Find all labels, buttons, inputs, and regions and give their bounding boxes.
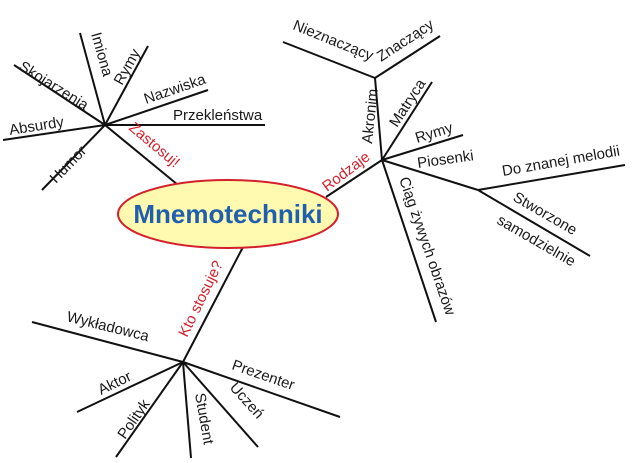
- leaf-student: Student: [191, 392, 217, 447]
- leaf-line-nazwiska: [104, 89, 209, 126]
- leaf-line-polityk: [115, 361, 184, 458]
- leaf-line-uczen: [182, 361, 259, 448]
- leaf-rymy-left: Rymy: [111, 46, 145, 88]
- leaf-line-ciag: [381, 159, 437, 323]
- leaf-line-matryca: [381, 81, 433, 161]
- leaf-skojarzenia: Skojarzenia: [16, 58, 92, 114]
- leaf-line-rymy-left: [104, 45, 149, 126]
- leaf-line-aktor: [76, 361, 184, 413]
- branch-rodzaje: Rodzaje Akronim Nieznaczący Znaczący Mat…: [282, 16, 626, 323]
- leaf-line-nieznaczacy: [282, 41, 376, 79]
- leaf-line-skojarzenia: [13, 64, 106, 126]
- leaf-line-humor: [41, 124, 106, 191]
- leaf-przeklenstwa: Przekleństwa: [173, 107, 263, 124]
- leaf-wykladowca: Wykładowca: [65, 308, 151, 345]
- branch-line-rodzaje: [325, 159, 383, 198]
- stem-piosenki: Piosenki: [416, 147, 475, 172]
- center-title: Mnemotechniki: [133, 199, 322, 229]
- stem-akronim: Akronim: [359, 88, 382, 144]
- leaf-line-student: [182, 361, 192, 459]
- branch-line-zastosuj: [104, 124, 179, 186]
- center-ellipse: [117, 179, 339, 249]
- leaf-humor: Humor: [47, 143, 90, 187]
- branch-kto-stosuje: Kto stosuje? Wykładowca Aktor Polityk St…: [31, 246, 341, 459]
- leaf-line-wykladowca: [31, 321, 184, 363]
- leaf-polityk: Polityk: [114, 396, 154, 442]
- leaf-rymy-right: Rymy: [413, 119, 455, 147]
- branch-label-zastosuj: Zastosuj!: [125, 119, 183, 171]
- leaf-matryca: Matryca: [386, 76, 430, 131]
- leaf-line-prezenter: [182, 361, 341, 418]
- stem-line-akronim: [374, 77, 383, 161]
- leaf-line-znaczacy: [374, 35, 441, 79]
- leaf-do-znanej-melodii: Do znanej melodii: [501, 142, 621, 179]
- leaf-nieznaczacy: Nieznaczący: [291, 17, 377, 65]
- center-node: Mnemotechniki: [117, 179, 339, 249]
- branch-line-kto-stosuje: [182, 246, 244, 363]
- branch-zastosuj: Zastosuj! Imiona Rymy Nazwiska Przekleńs…: [2, 30, 265, 191]
- leaf-line-do-znanej-melodii: [477, 164, 626, 191]
- leaf-uczen: Uczeń: [226, 379, 267, 422]
- leaf-line-imiona: [79, 32, 106, 126]
- leaf-line-absurdy: [2, 124, 106, 141]
- leaf-line-rymy-right: [381, 134, 464, 161]
- stem-line-piosenki: [381, 159, 479, 191]
- leaf-line-stworzone: [477, 189, 591, 257]
